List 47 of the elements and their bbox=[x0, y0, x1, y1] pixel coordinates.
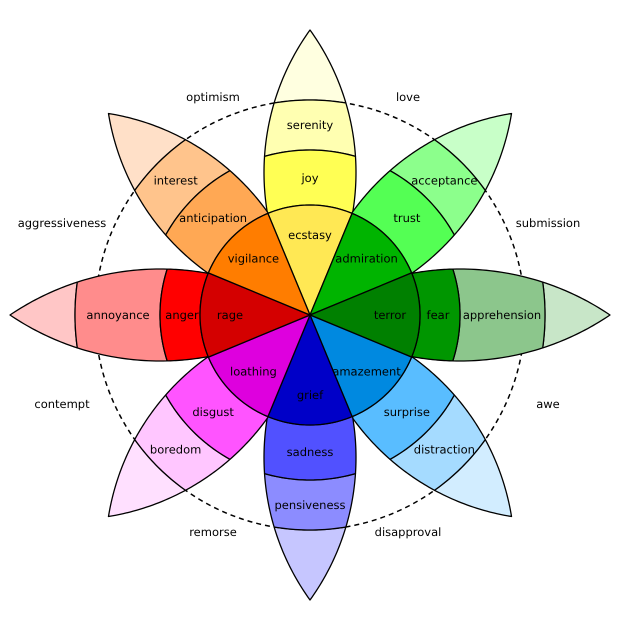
wheel-segment bbox=[264, 99, 356, 158]
emotion-label: anticipation bbox=[179, 211, 248, 226]
emotion-label: terror bbox=[374, 308, 406, 322]
emotion-label: disgust bbox=[192, 404, 234, 419]
emotion-label: distraction bbox=[414, 442, 475, 456]
wheel-segment bbox=[74, 268, 168, 362]
petal-tip bbox=[273, 29, 347, 104]
emotion-label: loathing bbox=[230, 364, 277, 379]
emotion-label: vigilance bbox=[228, 251, 280, 266]
petal-tip bbox=[273, 526, 347, 601]
emotion-label: interest bbox=[154, 174, 198, 188]
dyad-label: remorse bbox=[189, 525, 237, 539]
emotion-label: anger bbox=[165, 308, 199, 322]
emotion-label: boredom bbox=[150, 442, 202, 456]
emotion-label: grief bbox=[296, 388, 324, 402]
wheel-segment bbox=[309, 272, 421, 358]
dyad-label: disapproval bbox=[374, 525, 442, 539]
emotion-label: serenity bbox=[286, 118, 334, 132]
emotion-label: surprise bbox=[384, 404, 430, 419]
petal-tip bbox=[542, 281, 611, 349]
wheel-segment bbox=[264, 472, 356, 531]
emotion-label: sadness bbox=[286, 445, 334, 459]
emotion-label: joy bbox=[301, 171, 319, 185]
wheel-segment bbox=[263, 149, 357, 214]
wheel-segment bbox=[263, 416, 357, 481]
dyad-label: aggressiveness bbox=[18, 216, 106, 230]
wheel-segment bbox=[199, 272, 311, 358]
petal-tip bbox=[9, 281, 78, 349]
emotion-label: apprehension bbox=[462, 308, 542, 322]
dyad-label: optimism bbox=[186, 90, 240, 104]
wheel-segment bbox=[411, 268, 461, 362]
emotion-label: rage bbox=[216, 308, 244, 322]
dyad-label: contempt bbox=[34, 397, 90, 411]
emotion-label: ecstasy bbox=[288, 228, 332, 242]
emotion-label: amazement bbox=[332, 364, 401, 379]
wheel-segment bbox=[159, 268, 209, 362]
dyad-label: love bbox=[396, 90, 420, 104]
emotion-label: admiration bbox=[335, 251, 398, 266]
emotion-label: acceptance bbox=[411, 174, 478, 188]
dyad-label: awe bbox=[536, 397, 560, 411]
wheel-segment bbox=[389, 139, 486, 236]
emotion-label: trust bbox=[393, 211, 420, 226]
wheel-segment bbox=[452, 268, 546, 362]
dyad-label: submission bbox=[516, 216, 580, 230]
emotion-label: pensiveness bbox=[274, 498, 346, 512]
emotion-label: annoyance bbox=[86, 308, 150, 322]
emotion-label: fear bbox=[426, 308, 450, 322]
